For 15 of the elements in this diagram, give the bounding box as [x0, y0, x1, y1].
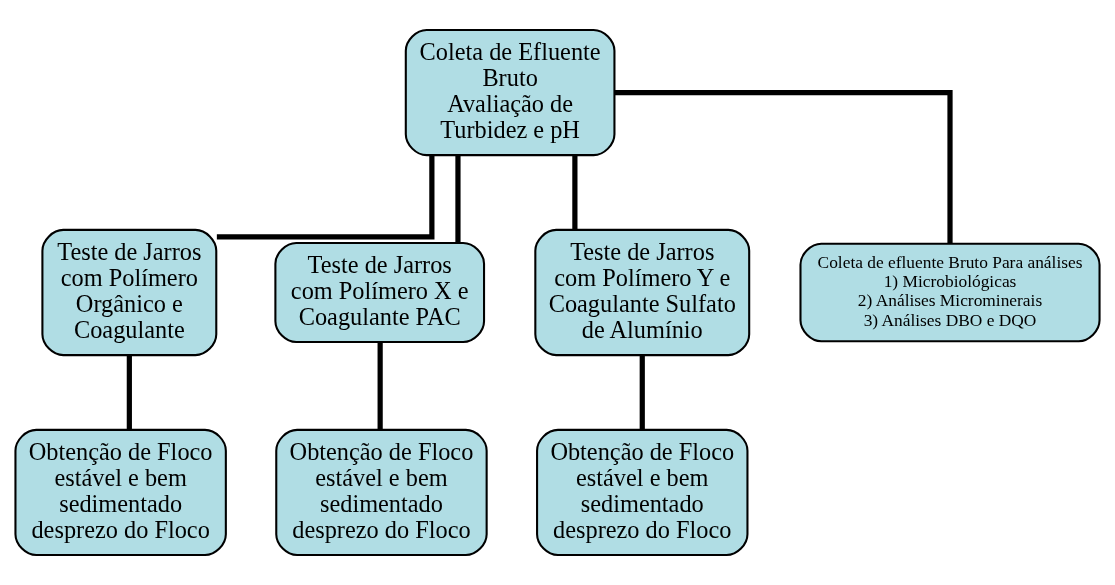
node-box: Obtenção de Floco estável e bem sedimentado desprezo do Floco — [275, 428, 488, 557]
node-box: Teste de Jarros com Polímero X e Coagulante PAC — [274, 241, 486, 344]
node-box: Coleta de Efluente Bruto Avaliação de Turbidez e pH — [404, 28, 616, 157]
connector — [614, 89, 953, 244]
node-box: Obtenção de Floco estável e bem sedimentado desprezo do Floco — [14, 428, 227, 557]
connector — [377, 342, 383, 430]
connector — [126, 355, 132, 430]
node-box: Coleta de efluente Bruto Para análises 1) Microbiológicas 2) Análises Microminerais 3) Análises DBO e DQO — [799, 242, 1101, 343]
node-box: Obtenção de Floco estável e bem sedimentado desprezo do Floco — [536, 428, 749, 557]
connector — [455, 155, 461, 243]
connector — [572, 155, 578, 230]
connector — [216, 155, 435, 240]
node-box: Teste de Jarros com Polímero Orgânico e Coagulante — [41, 228, 218, 357]
connector — [639, 355, 645, 430]
node-box: Teste de Jarros com Polímero Y e Coagulante Sulfato de Alumínio — [534, 228, 751, 357]
